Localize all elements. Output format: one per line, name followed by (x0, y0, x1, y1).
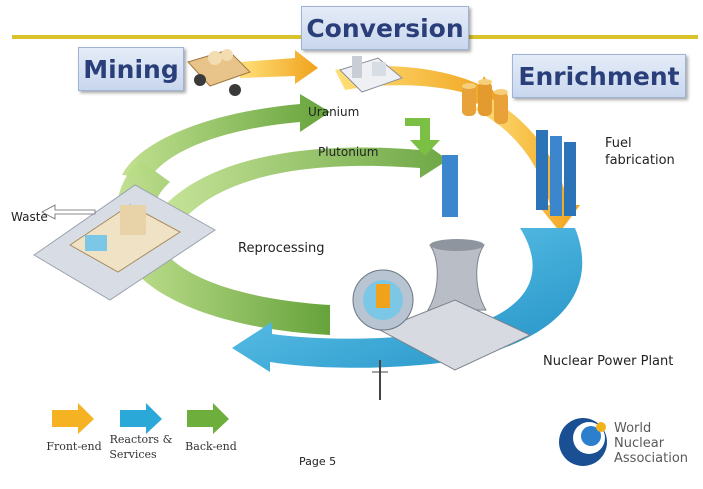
label-reprocessing: Reprocessing (238, 241, 325, 256)
legend-front-end-arrow (52, 403, 94, 434)
back-end-arrow-upper (122, 94, 330, 178)
uranium-to-fuel-arrow (405, 118, 440, 156)
waste-arrow (41, 204, 96, 220)
fuel-assemblies-illustration (442, 130, 576, 217)
enrichment-plant-illustration (462, 79, 508, 124)
reprocessing-plant-illustration (33, 184, 216, 301)
world-nuclear-association-logo-icon (559, 418, 607, 466)
plutonium-arrow (165, 140, 448, 215)
nuclear-power-plant-illustration (352, 239, 532, 400)
stage-enrichment: Enrichment (512, 54, 686, 98)
legend-back-end-label: Back-end (185, 440, 237, 453)
label-plutonium: Plutonium (318, 145, 379, 159)
legend-back-end-arrow (187, 403, 229, 434)
page-number: Page 5 (299, 455, 337, 468)
logo-text-world: World (614, 421, 652, 436)
legend-reactors-label-line1: Reactors & (109, 433, 173, 446)
stage-mining: Mining (78, 47, 184, 91)
stage-conversion: Conversion (301, 6, 469, 50)
label-fuel-fabrication-line1: Fuel (605, 136, 632, 151)
back-end-arrow-lower (116, 160, 330, 335)
label-uranium: Uranium (308, 105, 360, 119)
label-waste: Waste (11, 210, 48, 224)
conversion-plant-illustration (339, 56, 403, 93)
logo-text-nuclear: Nuclear (614, 436, 665, 451)
legend-front-end-label: Front-end (46, 440, 102, 453)
label-fuel-fabrication-line2: fabrication (605, 153, 675, 168)
logo-text-association: Association (614, 451, 689, 466)
mining-to-conversion-arrow (240, 50, 318, 84)
legend-reactors-label-line2: Services (109, 448, 157, 461)
legend-reactors-arrow (120, 403, 162, 434)
mining-truck-illustration (187, 49, 251, 96)
label-nuclear-power-plant: Nuclear Power Plant (543, 354, 674, 369)
